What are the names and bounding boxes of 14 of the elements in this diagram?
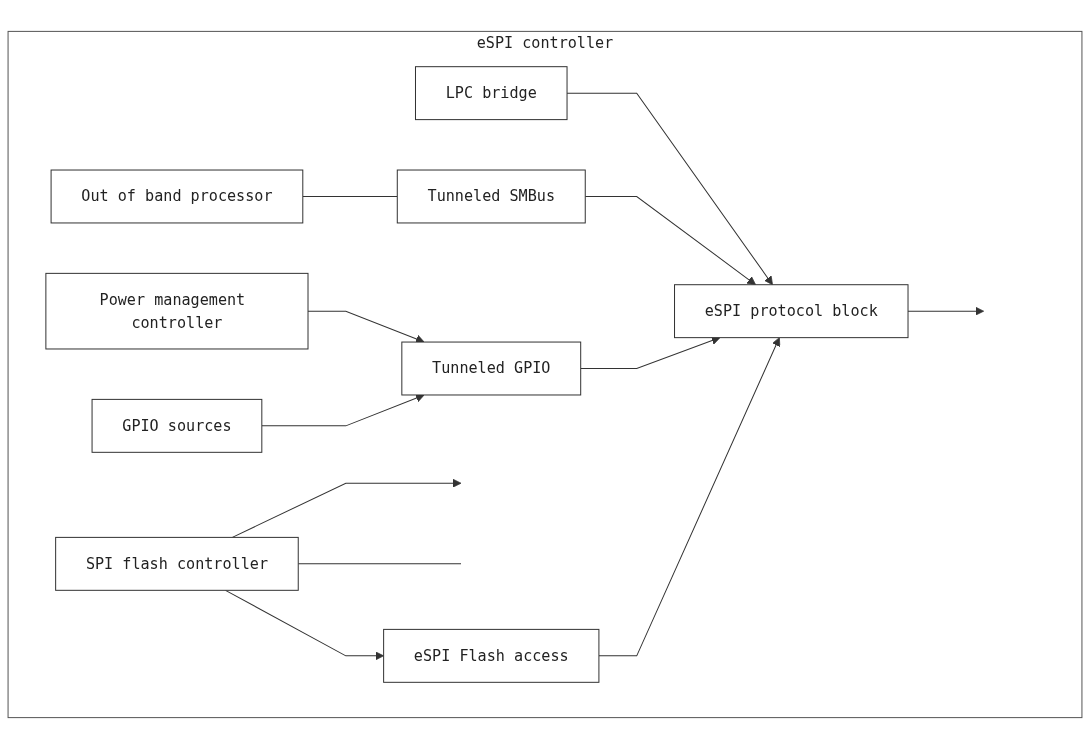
- node-box: Tunneled SMBus: [396, 169, 586, 224]
- arrow: [580, 336, 721, 369]
- node-box: GPIO sources: [91, 398, 263, 453]
- node-box: LPC bridge: [415, 66, 568, 121]
- node-box: Power management controller: [45, 272, 309, 350]
- connector: [302, 196, 398, 197]
- node-box: eSPI protocol block: [674, 284, 909, 339]
- arrow: [598, 337, 781, 657]
- node-box: Out of band processor: [50, 169, 304, 224]
- node-box: eSPI Flash access: [383, 628, 600, 683]
- node-box: Tunneled GPIO: [401, 341, 582, 396]
- arrow: [231, 478, 462, 538]
- arrow: [261, 393, 425, 427]
- node-box: SPI flash controller: [55, 536, 299, 591]
